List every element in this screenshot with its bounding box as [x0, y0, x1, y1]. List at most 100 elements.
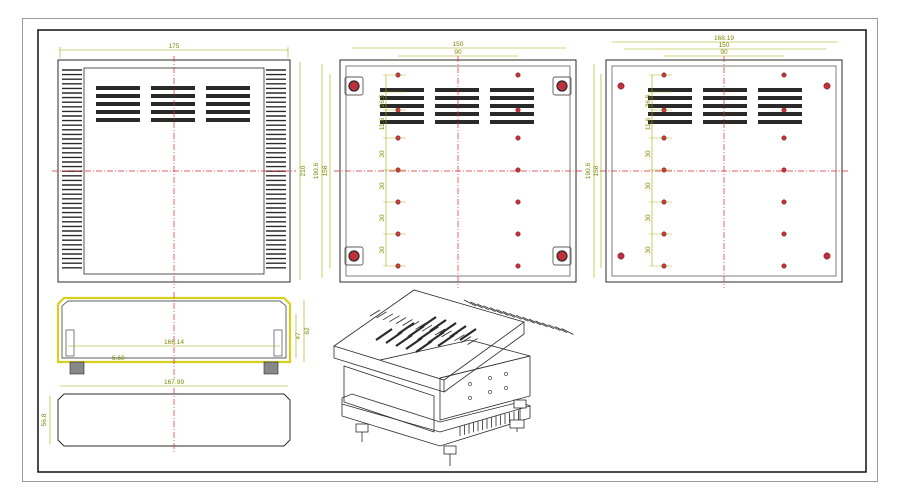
iso-fin [421, 324, 433, 332]
front-vent-slot [96, 102, 140, 106]
top-foot-pad [344, 246, 364, 266]
bottom-height-dim-a: 190.6 [585, 162, 592, 179]
bottom-vent-slot [758, 112, 802, 116]
iso-vent-slot [375, 328, 393, 341]
iso-fin [428, 326, 439, 334]
iso-fin [528, 318, 542, 326]
top-vent-slot [435, 104, 479, 108]
top-vent-slot [435, 120, 479, 124]
iso-fin [561, 328, 574, 335]
front-vent-slot [206, 110, 250, 114]
front-vent-slot [206, 102, 250, 106]
iso-fin [463, 299, 477, 307]
iso-fin [548, 324, 561, 332]
side-right-slot [273, 329, 283, 357]
top-hole [515, 199, 521, 205]
top-chain-label: 26.5 [379, 94, 386, 107]
front-fins-right [266, 69, 286, 269]
bottom-hole [781, 167, 787, 173]
bottom-hole [781, 263, 787, 269]
bottom-chain-label: 26.5 [645, 94, 652, 107]
side-inner-width-dim: 166.14 [164, 339, 184, 346]
front-vent-slot [96, 94, 140, 98]
side-small-dim: 5.60 [112, 355, 125, 362]
top-hole [515, 231, 521, 237]
side-view: 166.14 5.60 47 62 [56, 292, 311, 378]
bottom-mid-width-dim: 150 [719, 42, 730, 49]
bottom-hole [781, 231, 787, 237]
side-left-foot [69, 361, 85, 375]
front-fins-left [62, 69, 82, 269]
top-foot-hole [556, 250, 568, 262]
top-outer-width-dim: 150 [453, 41, 464, 48]
iso-fin [483, 305, 496, 313]
bottom-chain-label: 30 [645, 150, 652, 158]
top-corner-feet [344, 76, 572, 266]
iso-fin [509, 312, 522, 320]
top-foot-hole [556, 80, 568, 92]
base-outline [57, 393, 291, 447]
bottom-vent-slot [648, 104, 692, 108]
top-chain-label: 30 [379, 214, 386, 222]
drawing-border [37, 29, 867, 473]
iso-body-holes [468, 372, 508, 400]
bottom-chain-label: 30 [645, 182, 652, 190]
top-hole [515, 135, 521, 141]
front-height-dim: 210 [300, 165, 307, 176]
side-yellow-profile [56, 296, 292, 364]
bottom-corner-hole [823, 252, 831, 260]
top-vent-slot [490, 88, 534, 92]
base-width-dim: 167.99 [164, 379, 184, 386]
iso-base-tray [341, 393, 532, 433]
iso-vent-slot [429, 319, 447, 332]
iso-side-fins [369, 299, 574, 345]
front-vent-slot [151, 86, 195, 90]
top-height-dim-b: 158 [322, 165, 329, 176]
iso-body-hole [504, 386, 508, 390]
top-vent-slot [380, 88, 424, 92]
top-hole [515, 263, 521, 269]
iso-top-cover-front [333, 346, 445, 393]
side-left-slot [65, 329, 75, 357]
front-vent-slot [96, 86, 140, 90]
iso-fin [554, 326, 568, 333]
iso-vent-slot [439, 322, 457, 335]
side-inner-profile [61, 300, 287, 359]
iso-fin [395, 317, 407, 324]
top-foot-pad [552, 246, 572, 266]
bottom-vent-slot [758, 120, 802, 124]
iso-fin [447, 332, 459, 340]
iso-body-hole [488, 390, 492, 394]
front-vent-slot [96, 110, 140, 114]
bottom-outer-width-dim: 168.19 [714, 35, 734, 42]
front-vent-slot [96, 118, 140, 122]
iso-fin [389, 315, 400, 323]
top-chain-label: 30 [379, 246, 386, 254]
bottom-vent-slot [703, 104, 747, 108]
front-vent-slot [206, 118, 250, 122]
top-foot-hole [348, 80, 360, 92]
iso-fin [470, 301, 483, 309]
bottom-vent-slot [703, 88, 747, 92]
bottom-vent-slot [648, 88, 692, 92]
bottom-height-dim-b: 158 [593, 165, 600, 176]
bottom-chain-label: 30 [645, 214, 652, 222]
bottom-corner-hole [823, 82, 831, 90]
front-vent-slot [151, 102, 195, 106]
iso-vent-slot [449, 325, 467, 338]
base-view: 167.99 56.8 [41, 379, 291, 452]
iso-fin [515, 314, 529, 322]
top-vent-slot [435, 96, 479, 100]
iso-body-hole [468, 382, 472, 386]
top-vent-slot [435, 112, 479, 116]
iso-vent-slot [419, 316, 437, 329]
bottom-vent-slot [703, 120, 747, 124]
top-vent-slot [490, 120, 534, 124]
iso-fin [454, 334, 465, 342]
